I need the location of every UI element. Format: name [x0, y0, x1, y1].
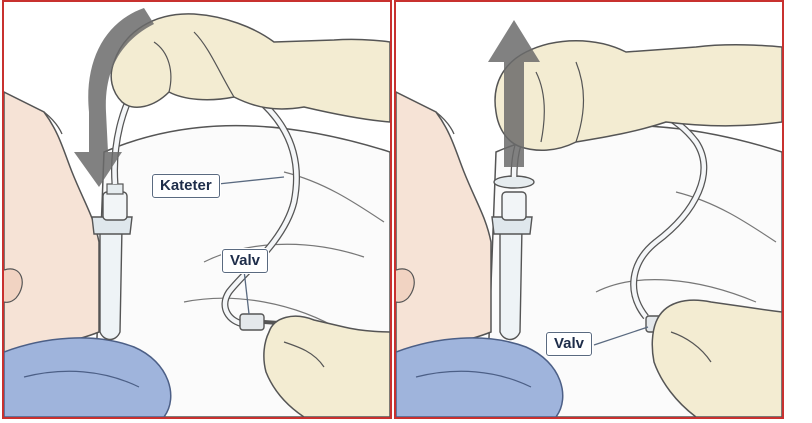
valve — [240, 314, 264, 330]
patient-head — [4, 92, 99, 352]
patient-head — [396, 92, 491, 352]
illustration-panel-left: Kateter Valv — [2, 0, 392, 419]
catheter-label: Kateter — [152, 174, 220, 198]
valve-label-right: Valv — [546, 332, 592, 356]
illustration-panel-right: Valv — [394, 0, 784, 419]
catheter-connector — [502, 192, 526, 220]
suction-insertion-illustration — [4, 2, 390, 417]
connector-cap — [494, 176, 534, 188]
gloved-hand-upper — [111, 14, 390, 122]
trach-tube — [500, 227, 522, 340]
catheter-connector — [103, 192, 127, 220]
trach-tube — [100, 227, 122, 340]
valve-label-left: Valv — [222, 249, 268, 273]
